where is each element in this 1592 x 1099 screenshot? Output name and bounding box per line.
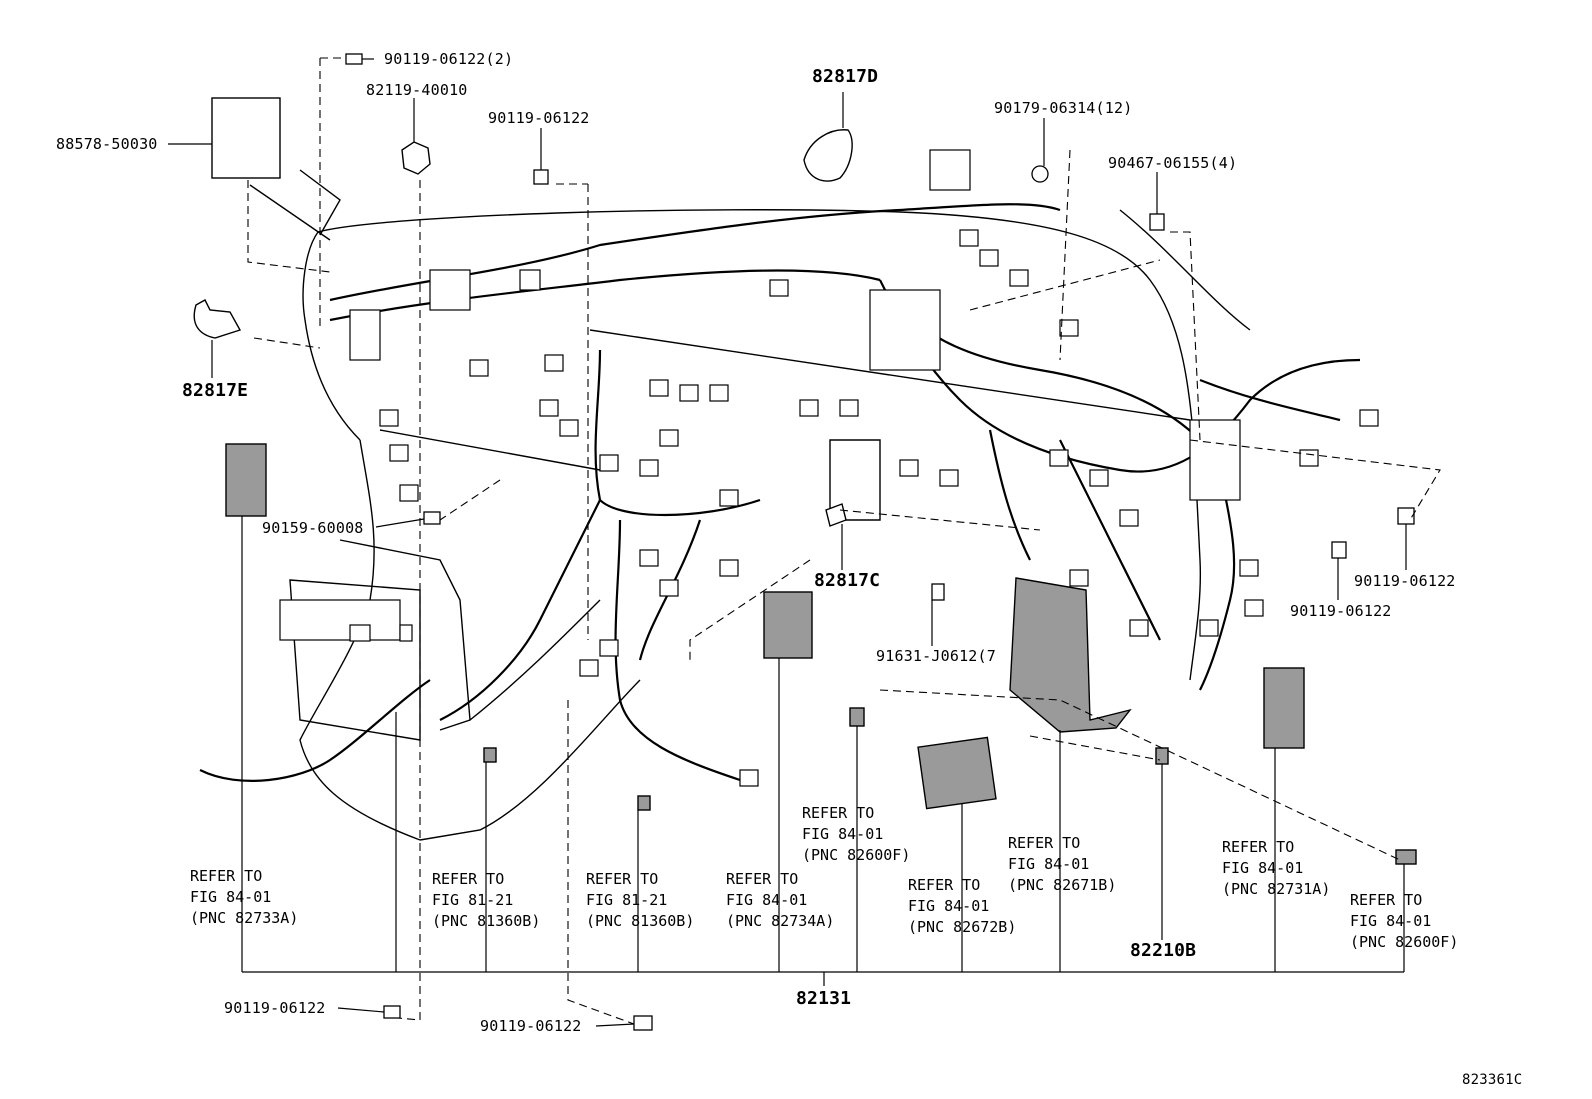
diagram-id: 823361C bbox=[1462, 1072, 1523, 1088]
clip-82210B bbox=[1155, 747, 1169, 765]
reference-pnc: (PNC 81360B) bbox=[432, 912, 541, 930]
reference-82671B: REFER TO FIG 84-01 (PNC 82671B) bbox=[1008, 833, 1116, 896]
part-number-82817C: 82817C bbox=[814, 570, 881, 591]
part-number-90119-06122-right-upper: 90119-06122 bbox=[1354, 572, 1456, 590]
part-number-90119-06122-right-lower: 90119-06122 bbox=[1290, 602, 1392, 620]
reference-figure: FIG 84-01 bbox=[1008, 855, 1090, 873]
fuse-82600F-a bbox=[849, 707, 865, 727]
bulb-82119 bbox=[401, 141, 431, 175]
reference-label: REFER TO bbox=[802, 804, 875, 822]
reference-label: REFER TO bbox=[1222, 838, 1295, 856]
part-number-82131: 82131 bbox=[796, 988, 852, 1009]
clip-81360B-b bbox=[637, 795, 651, 811]
relay-left bbox=[225, 443, 267, 517]
reference-81360B-left: REFER TO FIG 81-21 (PNC 81360B) bbox=[432, 869, 540, 932]
clip-82817D bbox=[803, 129, 853, 182]
part-number-90179-06314: 90179-06314(12) bbox=[994, 99, 1133, 117]
connectors bbox=[279, 149, 1379, 787]
module-82672B bbox=[917, 736, 997, 810]
clip-82817C bbox=[825, 503, 847, 527]
part-number-90119-06122-qty2: 90119-06122(2) bbox=[384, 50, 514, 68]
part-number-82119-40010: 82119-40010 bbox=[366, 81, 468, 99]
reference-pnc: (PNC 81360B) bbox=[586, 912, 695, 930]
reference-figure: FIG 81-21 bbox=[586, 891, 668, 909]
instrument-panel-outline bbox=[249, 169, 1251, 841]
reference-figure: FIG 81-21 bbox=[432, 891, 514, 909]
part-number-90119-06122-bottom-left: 90119-06122 bbox=[224, 999, 326, 1017]
reference-label: REFER TO bbox=[586, 870, 659, 888]
reference-82734A: REFER TO FIG 84-01 (PNC 82734A) bbox=[726, 869, 834, 932]
reference-82600F-right: REFER TO FIG 84-01 (PNC 82600F) bbox=[1350, 890, 1458, 953]
reference-81360B-right: REFER TO FIG 81-21 (PNC 81360B) bbox=[586, 869, 694, 932]
part-number-90119-06122-top: 90119-06122 bbox=[488, 109, 590, 127]
part-shapes bbox=[193, 97, 1417, 865]
reference-label: REFER TO bbox=[726, 870, 799, 888]
part-number-82817D: 82817D bbox=[812, 66, 879, 87]
part-number-82210B: 82210B bbox=[1130, 940, 1197, 961]
reference-label: REFER TO bbox=[908, 876, 981, 894]
part-number-82817E: 82817E bbox=[182, 380, 249, 401]
reference-figure: FIG 84-01 bbox=[726, 891, 808, 909]
reference-pnc: (PNC 82671B) bbox=[1008, 876, 1117, 894]
part-number-91631-J0612: 91631-J0612(7 bbox=[876, 647, 996, 665]
reference-pnc: (PNC 82600F) bbox=[802, 846, 911, 864]
label-sheet-88578 bbox=[211, 97, 281, 179]
part-number-90119-06122-bottom-mid: 90119-06122 bbox=[480, 1017, 582, 1035]
reference-pnc: (PNC 82731A) bbox=[1222, 880, 1331, 898]
reference-82600F-center: REFER TO FIG 84-01 (PNC 82600F) bbox=[802, 803, 910, 866]
dashed-lines bbox=[247, 57, 1441, 1025]
relay-82731A bbox=[1263, 667, 1305, 749]
reference-pnc: (PNC 82600F) bbox=[1350, 933, 1459, 951]
reference-figure: FIG 84-01 bbox=[908, 897, 990, 915]
clip-82817E bbox=[193, 299, 242, 339]
reference-label: REFER TO bbox=[190, 867, 263, 885]
bolts bbox=[345, 53, 1415, 1031]
part-number-88578-50030: 88578-50030 bbox=[56, 135, 158, 153]
reference-82733A: REFER TO FIG 84-01 (PNC 82733A) bbox=[190, 866, 298, 929]
junction-block-82671B bbox=[1009, 577, 1132, 733]
part-number-90467-06155: 90467-06155(4) bbox=[1108, 154, 1238, 172]
reference-82731A: REFER TO FIG 84-01 (PNC 82731A) bbox=[1222, 837, 1330, 900]
fuse-82600F-b bbox=[1395, 849, 1417, 865]
leader-lines bbox=[168, 58, 1407, 1027]
reference-pnc: (PNC 82672B) bbox=[908, 918, 1017, 936]
reference-figure: FIG 84-01 bbox=[802, 825, 884, 843]
reference-label: REFER TO bbox=[1008, 834, 1081, 852]
reference-82672B: REFER TO FIG 84-01 (PNC 82672B) bbox=[908, 875, 1016, 938]
reference-label: REFER TO bbox=[432, 870, 505, 888]
clip-81360B-a bbox=[483, 747, 497, 763]
reference-figure: FIG 84-01 bbox=[1222, 859, 1304, 877]
part-number-90159-60008: 90159-60008 bbox=[262, 519, 364, 537]
reference-pnc: (PNC 82734A) bbox=[726, 912, 835, 930]
reference-pnc: (PNC 82733A) bbox=[190, 909, 299, 927]
reference-figure: FIG 84-01 bbox=[190, 888, 272, 906]
reference-label: REFER TO bbox=[1350, 891, 1423, 909]
reference-figure: FIG 84-01 bbox=[1350, 912, 1432, 930]
connector-82734A bbox=[763, 591, 813, 659]
